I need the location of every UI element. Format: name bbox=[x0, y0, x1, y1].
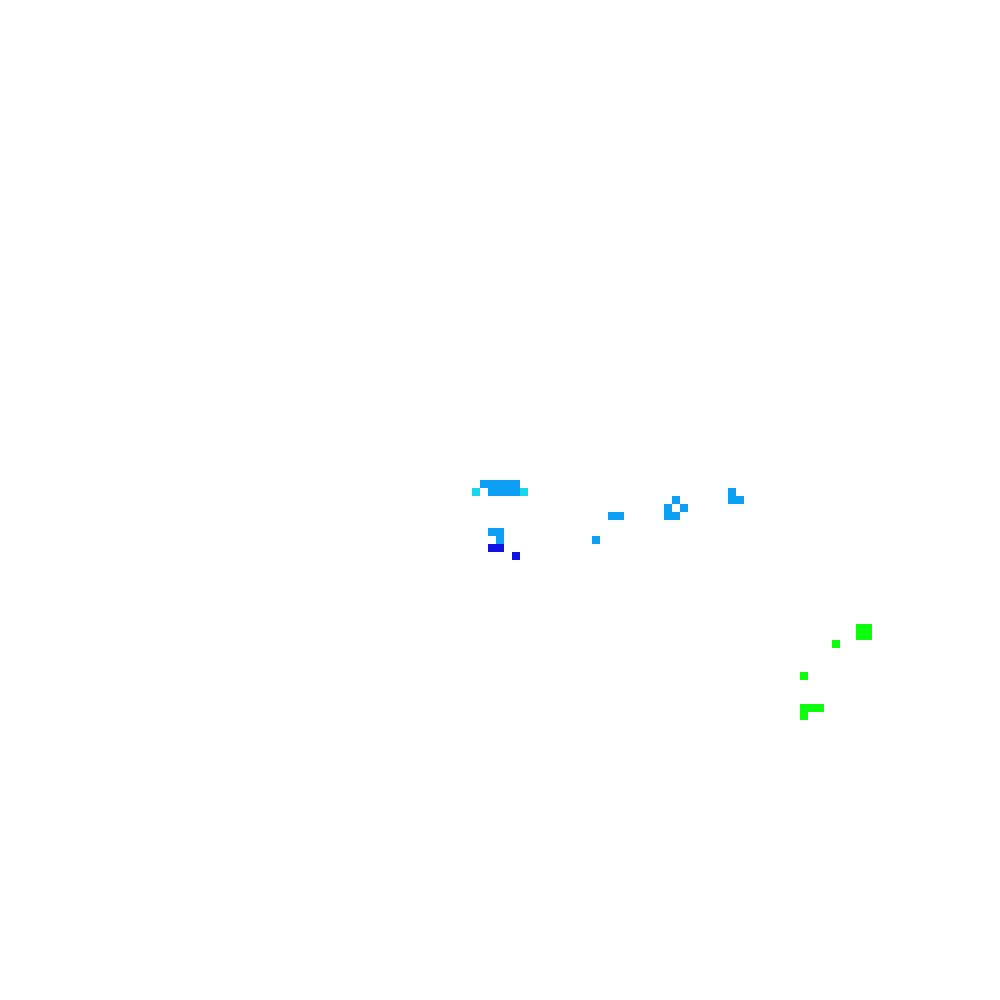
pixel-cell bbox=[664, 504, 672, 512]
pixel-cell bbox=[672, 512, 680, 520]
pixel-cell bbox=[480, 480, 488, 488]
pixel-cell bbox=[496, 488, 504, 496]
pixel-cell bbox=[496, 544, 504, 552]
pixel-cell bbox=[808, 704, 816, 712]
pixel-cell bbox=[496, 480, 504, 488]
pixel-cell bbox=[496, 536, 504, 544]
pixel-cell bbox=[800, 712, 808, 720]
pixel-cell bbox=[472, 488, 480, 496]
pixel-cell bbox=[504, 480, 512, 488]
pixel-cell bbox=[520, 488, 528, 496]
pixel-cell bbox=[816, 704, 824, 712]
pixel-cell bbox=[504, 488, 512, 496]
pixel-cell bbox=[864, 632, 872, 640]
pixel-cell bbox=[856, 632, 864, 640]
pixel-cell bbox=[856, 624, 864, 632]
pixel-cell bbox=[832, 640, 840, 648]
pixel-cell bbox=[616, 512, 624, 520]
pixel-cell bbox=[512, 480, 520, 488]
pixel-cell bbox=[736, 496, 744, 504]
pixel-cell bbox=[864, 624, 872, 632]
pixel-cell bbox=[800, 672, 808, 680]
pixel-cell bbox=[512, 552, 520, 560]
pixel-cell bbox=[800, 704, 808, 712]
pixel-cell bbox=[488, 544, 496, 552]
pixel-cell bbox=[664, 512, 672, 520]
pixel-cell bbox=[728, 488, 736, 496]
pixel-cell bbox=[488, 528, 496, 536]
pixel-cell bbox=[680, 504, 688, 512]
pixel-cell bbox=[672, 496, 680, 504]
pixel-cell bbox=[512, 488, 520, 496]
pixel-cell bbox=[496, 528, 504, 536]
pixel-cell bbox=[592, 536, 600, 544]
pixel-cell bbox=[608, 512, 616, 520]
pixel-cell bbox=[488, 488, 496, 496]
pixel-cell bbox=[488, 480, 496, 488]
pixel-cell bbox=[728, 496, 736, 504]
